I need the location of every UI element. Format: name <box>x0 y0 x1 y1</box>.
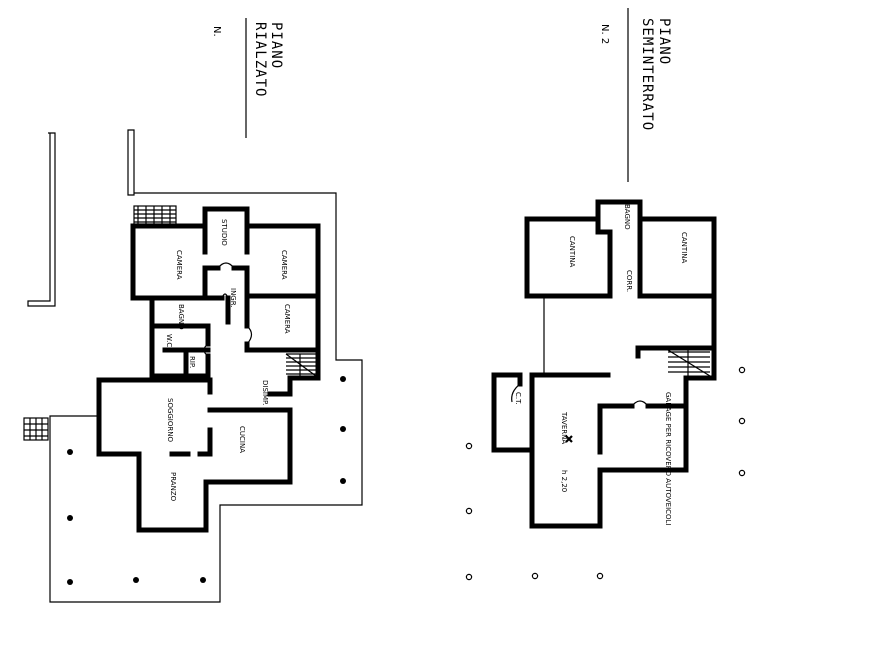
ground-floor-title: PIANO RIALZATO N. <box>211 18 284 138</box>
basement-label-corr: CORR. <box>625 270 633 292</box>
entrance-steps-top <box>133 205 177 225</box>
basement-label-taverna: TAVERNA <box>560 411 568 444</box>
room-label-camera-right: CAMERA <box>280 250 288 280</box>
basement-label-height: h 2,20 <box>560 470 568 492</box>
ground-floor-walls <box>96 206 321 533</box>
room-label-soggiorno: SOGGIORNO <box>166 398 174 442</box>
basement-title: PIANO SEMINTERRATO N. 2 <box>599 8 672 182</box>
door-swing <box>511 383 521 403</box>
interior-stair <box>285 353 317 377</box>
basement-label-cantina-right: CANTINA <box>680 232 688 263</box>
basement-walls <box>491 199 717 529</box>
room-label-bagno: BAGNO <box>177 304 185 330</box>
room-label-camera-lower: CAMERA <box>283 304 291 334</box>
basement-label-bagno: BAGNO <box>623 204 631 230</box>
entrance-steps-left <box>23 417 49 441</box>
basement-label-ct: C.T. <box>514 392 522 405</box>
basement-label-garage-text: GARAGE PER RICOVERO AUTOVEICOLI <box>664 392 672 526</box>
basement-title-line1: PIANO <box>656 18 672 65</box>
room-label-ingr: INGR. <box>229 288 237 308</box>
room-label-rip: RIP. <box>188 356 196 368</box>
ground-floor-plan: PIANO RIALZATO N. <box>23 18 363 603</box>
door-swing <box>221 293 229 299</box>
basement-title-line2: SEMINTERRATO <box>639 18 655 131</box>
basement-sheet-number: N. 2 <box>599 24 610 44</box>
room-label-wc: W.C. <box>165 334 173 349</box>
room-label-camera-left: CAMERA <box>175 250 183 280</box>
room-label-pranzo: PRANZO <box>169 472 177 502</box>
terrace-columns <box>67 376 346 585</box>
basement-columns <box>465 366 746 581</box>
cross-marker <box>565 435 573 443</box>
ground-floor-title-line1: PIANO <box>268 22 284 69</box>
room-label-cucina: CUCINA <box>238 426 246 453</box>
door-swing <box>246 325 253 345</box>
door-swing <box>217 262 235 269</box>
basement-label-garage: GARAGE PER RICOVERO AUTOVEICOLI <box>664 392 672 526</box>
lot-boundary-left <box>27 132 56 307</box>
room-label-disimp: DISIMP. <box>261 380 269 405</box>
basement-label-cantina-left: CANTINA <box>568 236 576 267</box>
ground-floor-sheet-number: N. <box>211 26 222 37</box>
terrace-outline <box>49 192 363 603</box>
basement-stair <box>667 349 711 377</box>
ground-floor-title-line2: RIALZATO <box>252 22 268 97</box>
basement-plan: PIANO SEMINTERRATO N. 2 <box>465 8 746 581</box>
room-label-studio: STUDIO <box>220 219 228 246</box>
lot-boundary-top <box>127 129 135 196</box>
door-swing <box>631 400 649 407</box>
door-swing <box>203 343 209 357</box>
